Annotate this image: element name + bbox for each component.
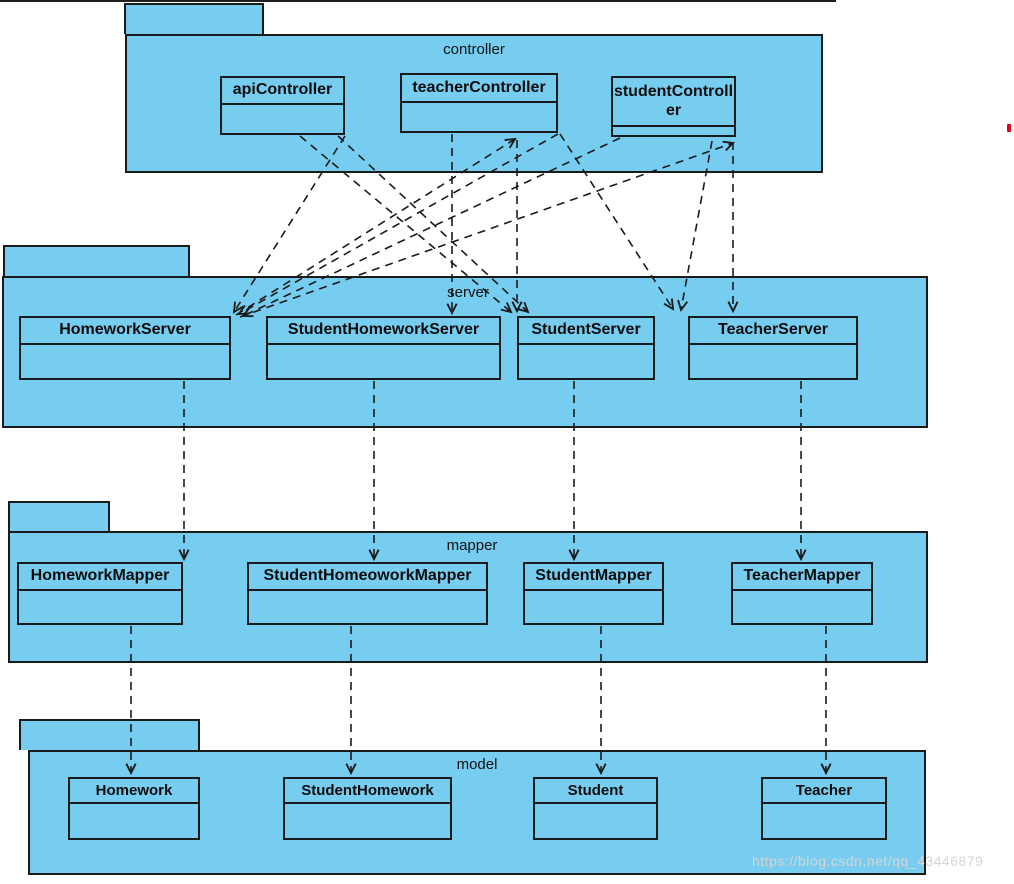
class-compartment: [21, 345, 229, 378]
package-tab-mapper: [8, 501, 110, 531]
class-teacher: Teacher: [761, 777, 887, 840]
class-compartment: [70, 804, 198, 838]
class-name-studentcontroller: studentController: [613, 78, 734, 127]
class-studenthomework: StudentHomework: [283, 777, 452, 840]
class-name-studenthomeworkserver: StudentHomeworkServer: [268, 318, 499, 345]
class-studentmapper: StudentMapper: [523, 562, 664, 625]
class-compartment: [402, 103, 556, 131]
class-name-studenthomeoworkmapper: StudentHomeoworkMapper: [249, 564, 486, 591]
class-name-studentmapper: StudentMapper: [525, 564, 662, 591]
class-name-homework: Homework: [70, 779, 198, 804]
class-name-apicontroller: apiController: [222, 78, 343, 105]
class-compartment: [733, 591, 871, 623]
class-compartment: [763, 804, 885, 838]
class-homeworkmapper: HomeworkMapper: [17, 562, 183, 625]
top-border-line: [0, 0, 836, 2]
class-studentcontroller: studentController: [611, 76, 736, 137]
package-tab-controller: [124, 3, 264, 34]
red-annotation-mark: [1007, 124, 1011, 132]
class-compartment: [222, 105, 343, 133]
class-compartment: [268, 345, 499, 378]
class-name-studentserver: StudentServer: [519, 318, 653, 345]
class-compartment: [525, 591, 662, 623]
class-name-teachercontroller: teacherController: [402, 75, 556, 103]
class-name-studenthomework: StudentHomework: [285, 779, 450, 804]
class-studenthomeoworkmapper: StudentHomeoworkMapper: [247, 562, 488, 625]
package-title-model: model: [456, 756, 498, 773]
class-name-student: Student: [535, 779, 656, 804]
package-title-controller: controller: [443, 41, 505, 58]
package-tab-server: [3, 245, 190, 276]
package-title-server: server: [447, 284, 489, 301]
class-compartment: [613, 127, 734, 135]
class-compartment: [535, 804, 656, 838]
class-teachermapper: TeacherMapper: [731, 562, 873, 625]
class-name-teacherserver: TeacherServer: [690, 318, 856, 345]
package-tab-model: [19, 719, 200, 750]
class-compartment: [285, 804, 450, 838]
class-compartment: [690, 345, 856, 378]
class-homeworkserver: HomeworkServer: [19, 316, 231, 380]
class-teacherserver: TeacherServer: [688, 316, 858, 380]
watermark-text: https://blog.csdn.net/qq_43446879: [752, 853, 984, 869]
class-name-homeworkserver: HomeworkServer: [21, 318, 229, 345]
class-student: Student: [533, 777, 658, 840]
class-name-homeworkmapper: HomeworkMapper: [19, 564, 181, 591]
class-compartment: [249, 591, 486, 623]
package-title-mapper: mapper: [446, 537, 498, 554]
class-name-teachermapper: TeacherMapper: [733, 564, 871, 591]
class-homework: Homework: [68, 777, 200, 840]
class-name-teacher: Teacher: [763, 779, 885, 804]
class-compartment: [519, 345, 653, 378]
class-teachercontroller: teacherController: [400, 73, 558, 133]
class-compartment: [19, 591, 181, 623]
class-studenthomeworkserver: StudentHomeworkServer: [266, 316, 501, 380]
class-studentserver: StudentServer: [517, 316, 655, 380]
class-apicontroller: apiController: [220, 76, 345, 135]
